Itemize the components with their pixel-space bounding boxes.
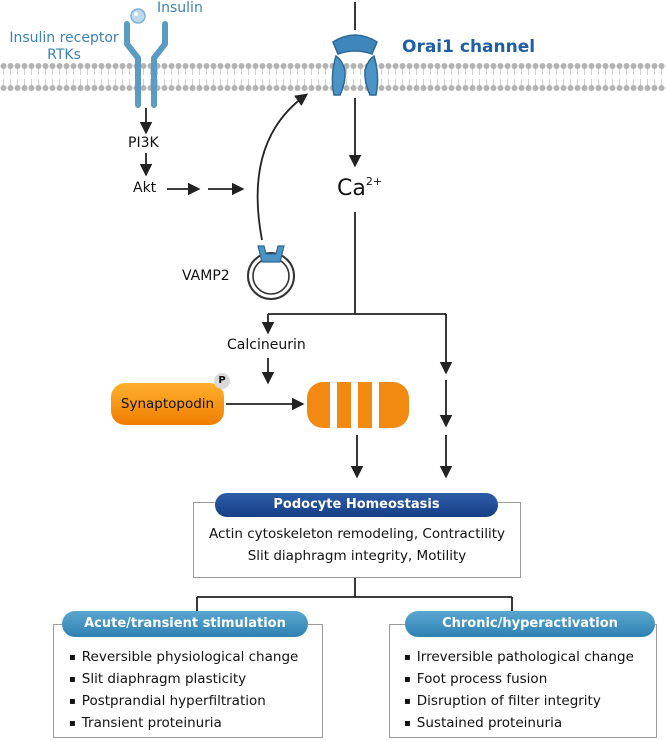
acute-item: Reversible physiological change <box>69 647 322 669</box>
acute-item: Slit diaphragm plasticity <box>69 669 322 691</box>
acute-box: Reversible physiological change Slit dia… <box>53 624 323 738</box>
synaptopodin-box: Synaptopodin <box>111 383 224 425</box>
chronic-item: Sustained proteinuria <box>404 713 656 735</box>
calcium-symbol: Ca <box>337 176 366 201</box>
acute-list: Reversible physiological change Slit dia… <box>69 647 322 735</box>
calcium-label: Ca2+ <box>337 174 383 201</box>
orai1-channel-icon <box>331 34 379 96</box>
homeostasis-line1: Actin cytoskeleton remodeling, Contracti… <box>208 526 506 542</box>
chronic-box: Irreversible pathological change Foot pr… <box>389 624 657 738</box>
insulin-receptor-line2: RTKs <box>47 47 81 63</box>
chronic-title: Chronic/hyperactivation <box>405 611 655 637</box>
chronic-list: Irreversible pathological change Foot pr… <box>404 647 656 735</box>
insulin-receptor-line1: Insulin receptor <box>9 30 119 46</box>
homeostasis-title: Podocyte Homeostasis <box>215 493 498 517</box>
insulin-receptor-icon <box>124 21 168 108</box>
vamp2-label: VAMP2 <box>182 268 230 284</box>
phospho-badge: P <box>214 373 230 389</box>
acute-title: Acute/transient stimulation <box>62 611 308 637</box>
chronic-item: Disruption of filter integrity <box>404 691 656 713</box>
insulin-label: Insulin <box>157 0 203 16</box>
acute-item: Postprandial hyperfiltration <box>69 691 322 713</box>
line-ca-branch <box>268 212 446 315</box>
chronic-item: Irreversible pathological change <box>404 647 656 669</box>
acute-item: Transient proteinuria <box>69 713 322 735</box>
vamp2-vesicle-icon <box>247 245 295 300</box>
akt-label: Akt <box>133 180 157 196</box>
pi3k-label: PI3K <box>128 135 159 151</box>
calcium-charge: 2+ <box>365 174 383 188</box>
homeostasis-line2: Slit diaphragm integrity, Motility <box>247 548 467 564</box>
orai1-channel-label: Orai1 channel <box>402 37 536 57</box>
connector-lines <box>196 577 513 612</box>
actin-block-icon <box>307 382 409 428</box>
chronic-item: Foot process fusion <box>404 669 656 691</box>
calcineurin-label: Calcineurin <box>227 337 306 353</box>
insulin-icon <box>130 8 146 24</box>
arrow-vamp2-membrane <box>256 93 309 241</box>
insulin-receptor-label: Insulin receptor RTKs <box>0 30 128 64</box>
